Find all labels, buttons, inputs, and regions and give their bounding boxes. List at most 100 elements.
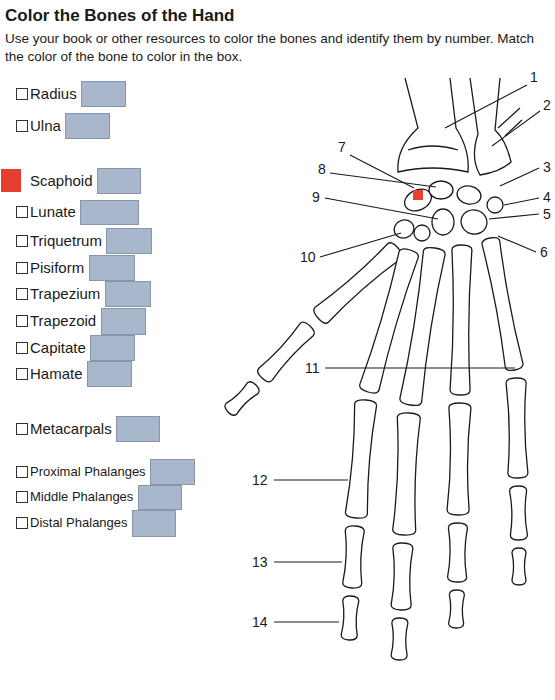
callout-number: 10 xyxy=(300,250,316,264)
checkbox xyxy=(16,342,28,354)
hand-bone xyxy=(448,523,468,582)
instructions: Use your book or other resources to colo… xyxy=(5,30,550,65)
leader-line xyxy=(492,111,540,146)
forearm-bone xyxy=(498,108,522,136)
color-swatch xyxy=(101,308,146,335)
color-swatch xyxy=(116,416,160,442)
hand-bone xyxy=(343,526,365,589)
carpal-bone xyxy=(458,207,489,237)
checkbox xyxy=(16,466,28,478)
carpal-bone xyxy=(456,184,483,206)
legend-text: Trapezium xyxy=(30,285,100,303)
checkbox xyxy=(16,315,28,327)
checkbox xyxy=(1,169,21,192)
leader-line xyxy=(498,236,536,252)
leader-line xyxy=(330,173,436,187)
color-swatch xyxy=(89,255,135,281)
callout-number: 8 xyxy=(318,162,326,176)
callout-number: 11 xyxy=(305,361,320,375)
legend-text: Capitate xyxy=(30,339,86,357)
hand-bone xyxy=(223,380,261,418)
color-swatch xyxy=(105,281,151,307)
hand-bone xyxy=(506,378,528,478)
checkbox xyxy=(16,88,28,100)
callout-number: 14 xyxy=(252,615,268,629)
checkbox xyxy=(16,120,28,132)
color-swatch xyxy=(132,510,176,537)
callout-number: 7 xyxy=(338,140,346,154)
legend-text: Proximal Phalanges xyxy=(30,464,146,480)
leader-line xyxy=(325,367,515,368)
forearm-bone xyxy=(398,78,468,172)
legend-text: Scaphoid xyxy=(30,172,93,190)
callout-number: 6 xyxy=(540,245,548,259)
hand-bone xyxy=(391,543,413,611)
hand-bone xyxy=(391,618,408,660)
legend-text: Radius xyxy=(30,85,77,103)
legend-text: Metacarpals xyxy=(30,420,112,438)
carpal-bone xyxy=(487,197,503,213)
hand-bone xyxy=(449,590,465,628)
legend-text: Distal Phalanges xyxy=(30,515,128,531)
color-swatch xyxy=(106,228,152,254)
checkbox xyxy=(16,368,28,380)
hand-bone xyxy=(393,413,421,536)
color-swatch xyxy=(65,113,110,139)
hand-bone xyxy=(510,486,528,540)
legend-text: Middle Phalanges xyxy=(30,489,133,505)
hand-bone xyxy=(481,236,524,371)
color-swatch xyxy=(80,200,139,225)
callout-number: 2 xyxy=(543,98,551,112)
color-swatch xyxy=(150,459,195,485)
carpal-bone xyxy=(429,181,453,199)
legend-text: Trapezoid xyxy=(30,312,96,330)
carpal-bone xyxy=(414,225,430,241)
callout-number: 13 xyxy=(252,555,268,569)
leader-line xyxy=(274,621,339,622)
leader-line xyxy=(445,85,527,128)
checkbox xyxy=(16,491,28,503)
checkbox xyxy=(16,517,28,529)
hand-bone xyxy=(345,399,377,519)
leader-line xyxy=(320,233,401,257)
leader-line xyxy=(489,214,539,219)
checkbox xyxy=(16,235,28,247)
color-swatch xyxy=(138,485,182,510)
checkbox xyxy=(16,262,28,274)
callout-number: 4 xyxy=(543,190,551,204)
hand-bone xyxy=(447,403,471,515)
forearm-bone xyxy=(470,78,511,175)
callout-number: 1 xyxy=(530,70,538,84)
hand-bone xyxy=(450,245,472,395)
carpal-bone xyxy=(392,217,417,241)
leader-line xyxy=(274,479,348,480)
color-swatch xyxy=(87,361,132,387)
legend-text: Ulna xyxy=(30,117,61,135)
callout-number: 12 xyxy=(252,473,268,487)
legend-text: Lunate xyxy=(30,203,76,221)
hand-bone xyxy=(399,246,446,406)
legend-text: Hamate xyxy=(30,365,83,383)
color-swatch xyxy=(90,335,135,361)
scaphoid-color-mark xyxy=(413,190,423,200)
color-swatch xyxy=(81,81,126,107)
leader-line xyxy=(325,198,438,219)
forearm-bone xyxy=(408,146,458,150)
legend-text: Pisiform xyxy=(30,259,84,277)
checkbox xyxy=(16,206,28,218)
carpal-bone xyxy=(432,209,454,235)
leader-line xyxy=(504,198,539,205)
callout-number: 9 xyxy=(312,190,320,204)
hand-bone xyxy=(512,548,526,585)
color-swatch xyxy=(97,168,141,194)
callout-number: 5 xyxy=(543,207,551,221)
legend-text: Triquetrum xyxy=(30,232,102,250)
hand-bone xyxy=(341,596,359,641)
callout-number: 3 xyxy=(543,160,551,174)
checkbox xyxy=(16,288,28,300)
leader-line xyxy=(274,561,342,562)
worksheet-title: Color the Bones of the Hand xyxy=(5,6,235,26)
leader-line xyxy=(500,168,539,186)
checkbox xyxy=(16,423,28,435)
